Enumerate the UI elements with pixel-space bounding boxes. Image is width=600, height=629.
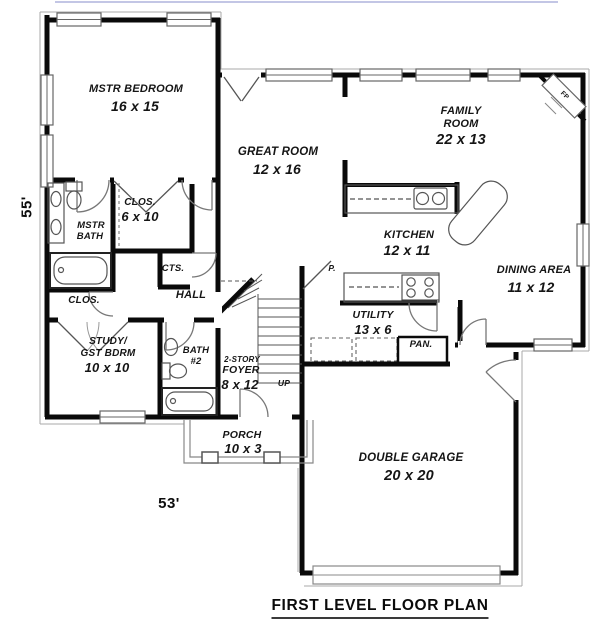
label-study-name-1: STUDY/ [89, 336, 127, 347]
bathroom-fixtures [47, 181, 218, 416]
label-mstr-bath-name-1: MSTR [77, 220, 105, 231]
page-title: FIRST LEVEL FLOOR PLAN [271, 598, 489, 619]
label-kitchen-name: KITCHEN [383, 229, 435, 241]
label-kitchen-size: 12 x 11 [383, 242, 431, 258]
label-dining-area-name: DINING AREA [496, 264, 572, 276]
label-cts-closet: CTS. [161, 263, 185, 274]
label-family-room-name-2: ROOM [443, 118, 479, 130]
label-mstr-closet-size: 6 x 10 [121, 209, 159, 224]
fireplace-icon [541, 73, 587, 119]
label-foyer-size: 8 x 12 [221, 377, 259, 392]
label-great-room-name: GREAT ROOM [237, 146, 319, 158]
garage-door [312, 565, 501, 585]
label-mstr-bath-name-2: BATH [76, 231, 104, 242]
label-study-name-2: GST BDRM [80, 348, 136, 359]
label-foyer-name-2: FOYER [222, 364, 260, 376]
label-small-closet: CLOS. [68, 295, 100, 306]
label-bath2-name-1: BATH [182, 345, 210, 356]
label-porch-name: PORCH [222, 429, 262, 441]
label-great-room-size: 12 x 16 [252, 161, 302, 177]
dimension-side: 55' [18, 196, 36, 218]
label-hall: HALL [175, 289, 207, 301]
label-study-size: 10 x 10 [84, 360, 130, 375]
label-garage-size: 20 x 20 [384, 468, 434, 484]
label-pantry-closet: P. [328, 263, 336, 273]
label-mstr-closet-name: CLOS. [124, 197, 156, 208]
label-family-room-name-1: FAMILY [440, 105, 482, 117]
label-garage-name: DOUBLE GARAGE [358, 452, 464, 464]
label-bath2-name-2: #2 [190, 356, 202, 367]
kitchen-fixtures [343, 180, 508, 303]
label-porch-size: 10 x 3 [224, 441, 262, 456]
label-dining-area-size: 11 x 12 [507, 279, 555, 295]
label-pantry: PAN. [409, 339, 433, 350]
door-swings [57, 76, 517, 418]
label-family-room-size: 22 x 13 [436, 132, 486, 148]
label-mstr-bedroom-name: MSTR BEDROOM [88, 83, 184, 95]
dimension-front: 53' [158, 495, 180, 512]
label-stairs-up: UP [277, 378, 291, 388]
label-utility-name: UTILITY [352, 309, 394, 321]
label-foyer-name-1: 2-STORY [224, 355, 260, 364]
window-openings [40, 12, 590, 424]
label-utility-size: 13 x 6 [354, 322, 392, 337]
utility-fixtures [310, 337, 398, 362]
pantry-box [396, 335, 449, 364]
porch-outline [183, 420, 314, 464]
label-mstr-bedroom-size: 16 x 15 [110, 98, 160, 114]
staircase [221, 273, 302, 384]
